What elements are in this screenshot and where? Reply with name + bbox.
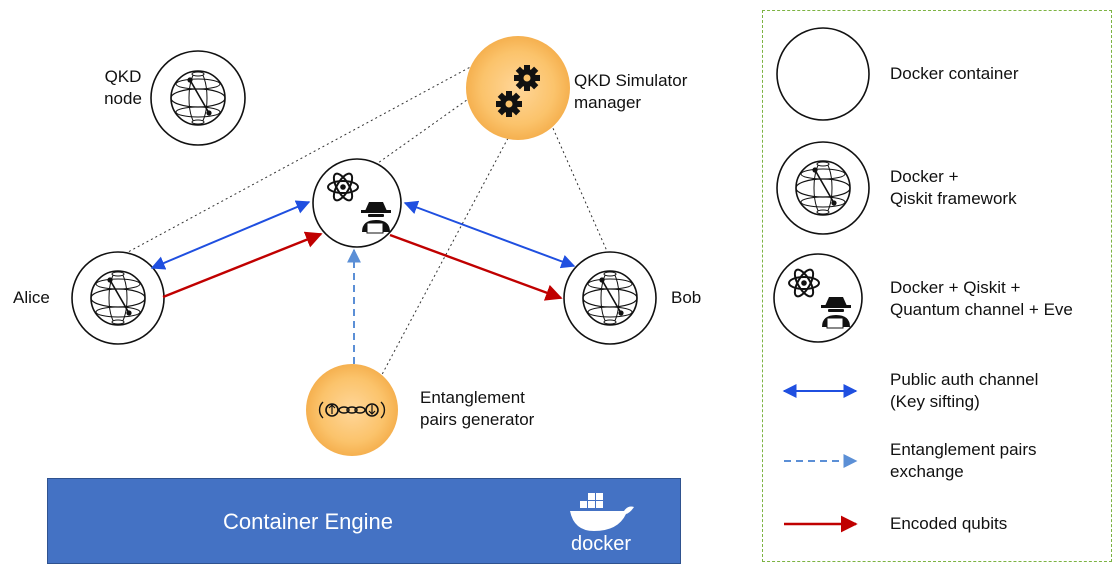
- atom-spy-icon: [773, 253, 863, 343]
- entanglement-generator-node: [306, 364, 398, 456]
- gear-icon: [496, 91, 522, 117]
- plain-circle-icon: [776, 27, 870, 121]
- quantum-channel-eve-node: [312, 158, 402, 248]
- simulator-manager-node: [466, 36, 570, 140]
- docker-whale-icon: [570, 493, 634, 531]
- entanglement-generator-label: Entanglement pairs generator: [420, 387, 534, 431]
- legend-text-line: Quantum channel + Eve: [890, 300, 1073, 319]
- entanglement-generator-label-line: Entanglement: [420, 388, 525, 407]
- container-engine-label: Container Engine: [222, 509, 393, 534]
- legend-item-quantum-eve: Docker + Qiskit + Quantum channel + Eve: [890, 277, 1073, 321]
- legend-text-line: exchange: [890, 462, 964, 481]
- manager-to-eve-link: [377, 79, 496, 164]
- entanglement-generator-label-line: pairs generator: [420, 410, 535, 429]
- legend-text-line: Docker container: [890, 64, 1019, 83]
- gear-icon: [514, 65, 540, 91]
- alice-encoded-qubits-arrow: [162, 231, 323, 299]
- qkd-node-label-line: QKD: [104, 67, 142, 86]
- legend-text-line: (Key sifting): [890, 392, 980, 411]
- legend-item-public-channel: Public auth channel (Key sifting): [890, 369, 1038, 413]
- manager-to-bob-link: [544, 109, 611, 259]
- alice-public-channel-arrow: [150, 200, 311, 270]
- legend-text-line: Public auth channel: [890, 370, 1039, 389]
- legend-item-qiskit: Docker + Qiskit framework: [890, 166, 1017, 210]
- bob-node: [563, 251, 657, 345]
- simulator-manager-label-line: QKD Simulator: [574, 71, 688, 90]
- legend-text-line: Encoded qubits: [890, 514, 1008, 533]
- legend-text-line: Docker +: [890, 167, 959, 186]
- simulator-manager-label: QKD Simulator manager: [574, 70, 687, 114]
- legend-item-docker-container: Docker container: [890, 63, 1019, 85]
- bob-public-channel-arrow: [403, 200, 576, 269]
- legend-text-line: Entanglement pairs: [890, 440, 1037, 459]
- legend-item-entanglement-exchange: Entanglement pairs exchange: [890, 439, 1036, 483]
- legend-panel: [762, 10, 1112, 562]
- alice-label: Alice: [13, 288, 50, 307]
- container-engine-bar: Container Engine docker: [47, 478, 681, 564]
- legend-text-line: Docker + Qiskit +: [890, 278, 1021, 297]
- qkd-node-label-line: node: [104, 89, 142, 108]
- alice-node: [71, 251, 165, 345]
- legend-text-line: Qiskit framework: [890, 189, 1017, 208]
- docker-brand-text: docker: [570, 533, 632, 555]
- manager-to-generator-link: [377, 124, 516, 383]
- qkd-node: [150, 50, 246, 146]
- chain-icon: [318, 401, 386, 419]
- bob-label: Bob: [671, 288, 702, 307]
- legend-icons: [773, 27, 870, 533]
- qiskit-sphere-icon: [776, 141, 870, 235]
- simulator-manager-label-line: manager: [574, 93, 642, 112]
- qkd-node-label: QKD node: [88, 66, 158, 110]
- eve-encoded-qubits-arrow: [389, 233, 563, 301]
- legend-item-encoded-qubits: Encoded qubits: [890, 513, 1007, 535]
